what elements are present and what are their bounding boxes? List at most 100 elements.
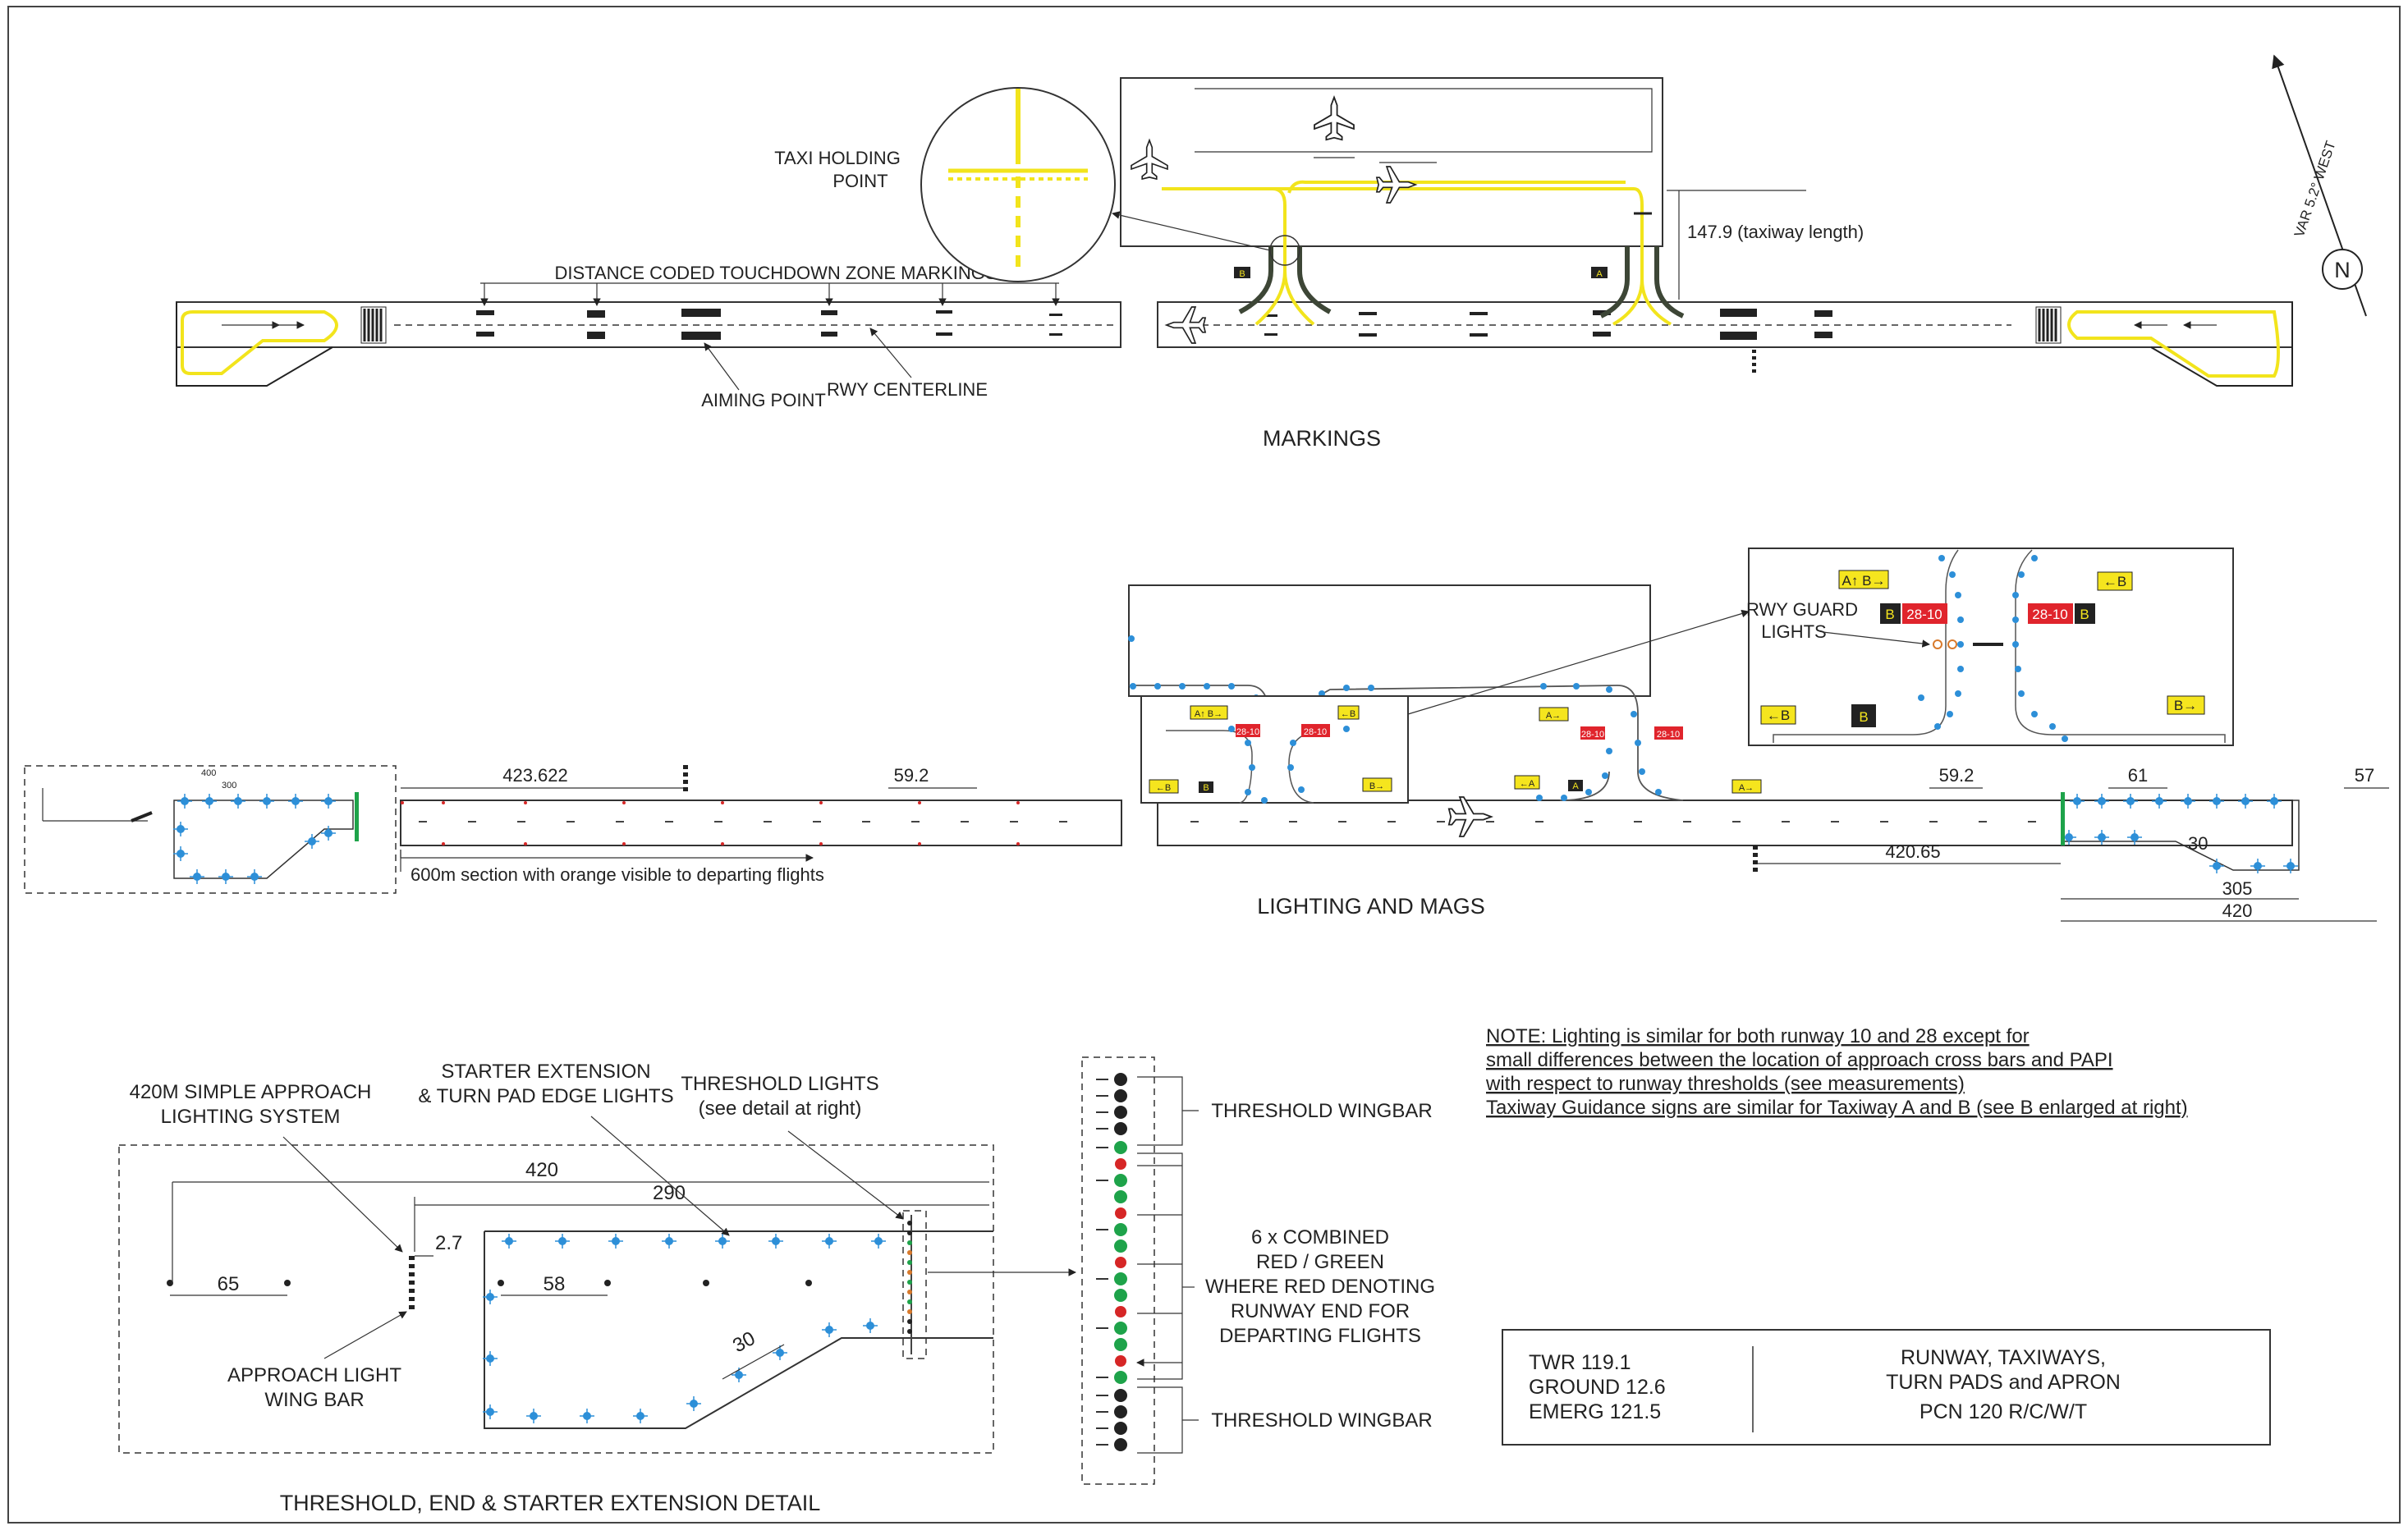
threshold-lights-label-1: THRESHOLD LIGHTS xyxy=(681,1073,878,1095)
touchdown-zone-label: DISTANCE CODED TOUCHDOWN ZONE MARKINGS xyxy=(554,263,997,283)
runway-right-lighting xyxy=(1157,800,2293,846)
north-arrow-icon: N VAR 5.2° WEST xyxy=(2272,54,2367,317)
combined-label-1: 6 x COMBINED xyxy=(1251,1226,1389,1249)
touchdown-zone-markings xyxy=(476,309,1062,340)
frequency-twr: TWR 119.1 xyxy=(1529,1351,1631,1374)
note-line-4: Taxiway Guidance signs are similar for T… xyxy=(1486,1097,2188,1119)
dim-420: 420 xyxy=(2222,900,2253,921)
lighting-title: LIGHTING AND MAGS xyxy=(1257,894,1485,919)
taxiway-length-label: 147.9 (taxiway length) xyxy=(1687,222,1864,242)
svg-text:B→: B→ xyxy=(1369,781,1384,791)
sign-b xyxy=(1234,267,1250,278)
taxiway-b xyxy=(1238,246,1332,314)
runway-left-lighting xyxy=(400,800,1122,846)
svg-text:28-10: 28-10 xyxy=(1581,730,1604,740)
starter-extension-label-1: STARTER EXTENSION xyxy=(441,1061,650,1083)
detail-dim-420: 420 xyxy=(525,1159,558,1181)
detail-title: THRESHOLD, END & STARTER EXTENSION DETAI… xyxy=(280,1491,821,1515)
edge-lights-left xyxy=(172,793,337,885)
starter-extension-label-2: & TURN PAD EDGE LIGHTS xyxy=(418,1085,673,1107)
dim-420-65: 420.65 xyxy=(1885,841,1940,862)
svg-text:A→: A→ xyxy=(1546,711,1561,721)
svg-text:←B: ←B xyxy=(1156,783,1171,793)
svg-text:A↑ B→: A↑ B→ xyxy=(1842,573,1886,589)
svg-text:N: N xyxy=(2334,258,2351,282)
combined-label-5: DEPARTING FLIGHTS xyxy=(1219,1325,1421,1347)
dim-57: 57 xyxy=(2355,765,2374,786)
dim-61: 61 xyxy=(2128,765,2148,786)
aircraft-icon xyxy=(1165,306,1206,344)
combined-label-3: WHERE RED DENOTING xyxy=(1205,1276,1435,1298)
note-block: NOTE: Lighting is similar for both runwa… xyxy=(1485,1025,2188,1119)
page-border xyxy=(7,6,2401,1524)
svg-text:B→: B→ xyxy=(2174,698,2197,713)
approach-system-label-2: LIGHTING SYSTEM xyxy=(161,1106,341,1128)
turn-pad-left xyxy=(181,310,338,375)
detail-section: 420 290 2.7 65 58 30 420M SIMPLE APPROAC… xyxy=(118,1056,1435,1515)
threshold-lights-column xyxy=(1096,1073,1127,1451)
wingbar-bottom-label: THRESHOLD WINGBAR xyxy=(1211,1409,1432,1432)
aircraft-icon xyxy=(1131,139,1168,180)
threshold-lights-mini xyxy=(907,1221,912,1334)
note-line-2: small differences between the location o… xyxy=(1486,1049,2113,1071)
north-variation-label: VAR 5.2° WEST xyxy=(2291,139,2339,239)
touchdown-zone-markings-right xyxy=(1264,309,1832,340)
svg-text:28-10: 28-10 xyxy=(2032,607,2067,622)
aiming-point-label: AIMING POINT xyxy=(701,390,826,410)
detail-dim-2-7: 2.7 xyxy=(435,1232,462,1254)
rwy-centerline-label: RWY CENTERLINE xyxy=(827,379,988,400)
detail-dim-58: 58 xyxy=(544,1273,566,1295)
taxiway-b-inset xyxy=(1140,695,1409,804)
taxi-holding-label-1: TAXI HOLDING xyxy=(774,148,901,168)
svg-text:B: B xyxy=(1239,269,1245,279)
taxiway-a xyxy=(1599,246,1685,318)
svg-text:←A: ←A xyxy=(1520,779,1535,789)
aircraft-icon xyxy=(1376,166,1417,204)
frequency-ground: GROUND 12.6 xyxy=(1529,1376,1666,1399)
approach-wing-bar-label-1: APPROACH LIGHT xyxy=(227,1364,401,1386)
sign-a xyxy=(1591,267,1608,278)
svg-text:A: A xyxy=(1596,269,1603,279)
combined-label-4: RUNWAY END FOR xyxy=(1231,1300,1410,1322)
svg-text:A↑ B→: A↑ B→ xyxy=(1195,709,1222,719)
edge-lights-right xyxy=(2061,793,2299,874)
note-line-3: with respect to runway thresholds (see m… xyxy=(1485,1073,1965,1095)
lighting-section: 400 300 423.622 59.2 600m section with o… xyxy=(24,548,2389,922)
frequency-emerg: EMERG 121.5 xyxy=(1529,1400,1661,1423)
detail-dim-65: 65 xyxy=(218,1273,240,1295)
approach-wing-bar-label-2: WING BAR xyxy=(264,1389,364,1411)
combined-label-2: RED / GREEN xyxy=(1256,1251,1384,1273)
aircraft-icon xyxy=(1314,96,1355,141)
svg-text:400: 400 xyxy=(201,768,216,778)
detail-dim-30: 30 xyxy=(729,1327,759,1357)
threshold-bars-left xyxy=(360,306,387,344)
threshold-bars-right xyxy=(2035,306,2062,344)
svg-text:←B: ←B xyxy=(1341,709,1355,719)
info-description-3: PCN 120 R/C/W/T xyxy=(1920,1400,2087,1423)
svg-text:28-10: 28-10 xyxy=(1657,730,1680,740)
taxi-holding-label-2: POINT xyxy=(832,171,888,191)
dim-59-right: 59.2 xyxy=(1939,765,1975,786)
svg-text:A: A xyxy=(1572,781,1579,791)
svg-text:300: 300 xyxy=(222,781,236,790)
info-description-2: TURN PADS and APRON xyxy=(1886,1371,2121,1394)
info-description-1: RUNWAY, TAXIWAYS, xyxy=(1901,1346,2106,1369)
turn-pad-right xyxy=(2067,310,2280,378)
rwy-guard-lights-label-1: RWY GUARD xyxy=(1746,599,1858,620)
markings-section: DISTANCE CODED TOUCHDOWN ZONE MARKINGS A… xyxy=(176,54,2367,451)
taxiway-b-enlarged xyxy=(1748,548,2234,746)
dim-305: 305 xyxy=(2222,878,2253,899)
svg-text:A→: A→ xyxy=(1739,783,1754,793)
svg-text:B: B xyxy=(1859,709,1868,725)
approach-wing-bar xyxy=(409,1256,415,1309)
approach-detail-box xyxy=(24,765,397,894)
threshold-lights-label-2: (see detail at right) xyxy=(699,1097,862,1120)
svg-text:B: B xyxy=(1885,607,1894,622)
section-600-label: 600m section with orange visible to depa… xyxy=(411,864,824,885)
svg-text:28-10: 28-10 xyxy=(1304,727,1327,737)
detail-edge-lights xyxy=(482,1233,887,1424)
rwy-guard-lights-label-2: LIGHTS xyxy=(1761,621,1826,642)
detail-box xyxy=(118,1144,994,1454)
